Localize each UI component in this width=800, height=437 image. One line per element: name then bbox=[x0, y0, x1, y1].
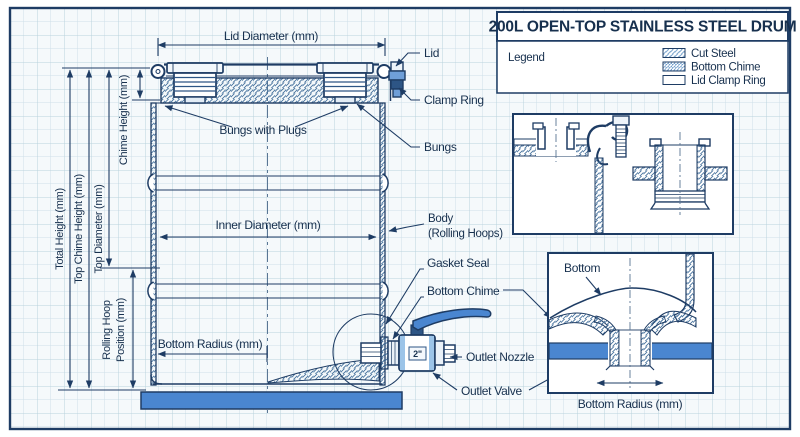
valve-size-label: 2" bbox=[413, 349, 422, 359]
drum-drawing: 2" bbox=[140, 61, 492, 410]
bottom-radius-label: Bottom Radius (mm) bbox=[158, 337, 263, 351]
dimension-lines: Lid Diameter (mm) Total Height (mm) Top … bbox=[54, 29, 386, 391]
callout-labels: Lid Clamp Ring Bungs Bungs with Plugs Bo… bbox=[164, 46, 603, 398]
legend-label: Legend bbox=[508, 52, 545, 64]
legend-swatch-bottom-chime bbox=[662, 61, 686, 72]
title-block: 200L OPEN-TOP STAINLESS STEEL DRUM Legen… bbox=[489, 11, 797, 94]
legend-label-bottom-chime: Bottom Chime bbox=[691, 62, 760, 74]
legend-box bbox=[496, 40, 789, 94]
rolling-hoop-lower bbox=[147, 281, 389, 301]
bottom-dish-curve bbox=[549, 287, 697, 319]
closure-bung-section bbox=[532, 118, 580, 162]
top-chime-height-label: Top Chime Height (mm) bbox=[73, 174, 85, 284]
outlet-valve-assembly: 2" bbox=[332, 308, 492, 391]
bung-left bbox=[166, 62, 224, 104]
clamp-bolt-shank bbox=[615, 124, 627, 158]
legend-swatch-cut-steel bbox=[662, 48, 686, 58]
bottom-detail-radius-label: Bottom Radius (mm) bbox=[578, 397, 683, 411]
lid-diameter-label: Lid Diameter (mm) bbox=[224, 29, 319, 43]
closure-clamp-section bbox=[586, 115, 630, 234]
legend-item-bottom-chime: Bottom Chime bbox=[662, 61, 761, 74]
rolling-hoop-label-2: Position (mm) bbox=[115, 298, 127, 362]
callout-clamp-ring: Clamp Ring bbox=[424, 93, 484, 107]
drum-left-wall bbox=[150, 102, 157, 386]
callout-outlet-valve: Outlet Valve bbox=[461, 384, 523, 398]
bottom-dish-section bbox=[267, 358, 380, 384]
valve-handle bbox=[412, 308, 492, 331]
drum-bottom bbox=[150, 358, 382, 385]
bottom-detail-label: Bottom bbox=[564, 261, 601, 275]
legend-item-cut-steel: Cut Steel bbox=[662, 48, 736, 60]
legend-label-lid-clamp-ring: Lid Clamp Ring bbox=[691, 75, 765, 87]
bottom-chime-base bbox=[140, 391, 403, 410]
callout-bungs: Bungs bbox=[424, 140, 457, 154]
top-diameter-label: Top Diameter (mm) bbox=[93, 184, 105, 273]
clamp-bolt-head bbox=[612, 115, 630, 126]
drawing-title: 200L OPEN-TOP STAINLESS STEEL DRUM bbox=[489, 19, 797, 36]
chime-height-label: Chime Height (mm) bbox=[118, 75, 130, 165]
rolling-hoop-label-1: Rolling Hoop bbox=[101, 300, 113, 360]
callout-bungs-with-plugs: Bungs with Plugs bbox=[219, 123, 307, 137]
valve-size-plate bbox=[408, 346, 427, 361]
outlet-nozzle-stub bbox=[360, 342, 382, 364]
inner-diameter-label: Inner Diameter (mm) bbox=[216, 218, 321, 232]
callout-lid: Lid bbox=[424, 46, 439, 60]
callout-outlet-nozzle: Outlet Nozzle bbox=[466, 350, 535, 364]
lid-left-curl bbox=[150, 64, 166, 79]
closure-plug-detail bbox=[632, 132, 728, 215]
legend-item-lid-clamp-ring: Lid Clamp Ring bbox=[662, 75, 766, 87]
closure-wall-section bbox=[594, 157, 604, 234]
bung-right bbox=[316, 62, 374, 104]
callout-gasket-seal: Gasket Seal bbox=[427, 256, 489, 270]
title-box bbox=[496, 11, 789, 42]
legend-swatch-lid-clamp-ring bbox=[662, 75, 686, 85]
callout-body-1: Body bbox=[428, 213, 454, 225]
callout-body-2: (Rolling Hoops) bbox=[428, 228, 503, 240]
legend-label-cut-steel: Cut Steel bbox=[691, 48, 736, 60]
drawing-border bbox=[8, 6, 792, 431]
rolling-hoop-upper bbox=[147, 173, 389, 193]
callout-bottom-chime: Bottom Chime bbox=[427, 284, 500, 298]
detail-view-closure bbox=[512, 113, 734, 235]
detail-view-bottom: Bottom Bottom Radius (mm) bbox=[547, 252, 714, 411]
total-height-label: Total Height (mm) bbox=[54, 188, 66, 270]
